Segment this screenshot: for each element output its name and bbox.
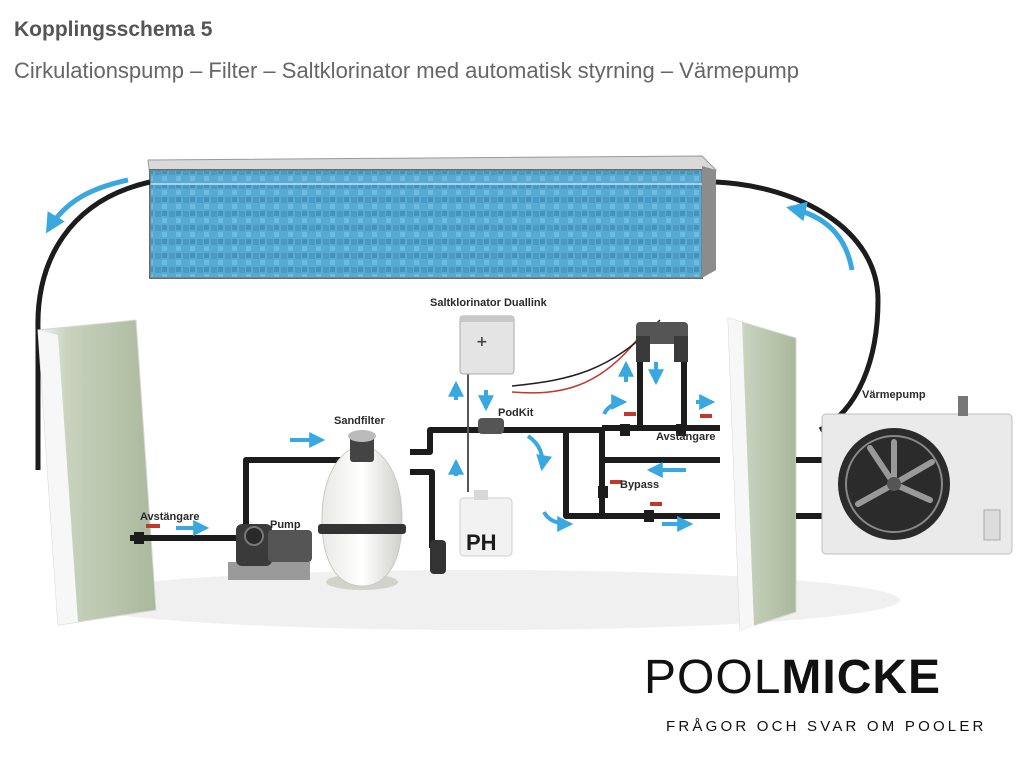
page-title: Kopplingsschema 5 <box>14 18 213 41</box>
left-wall <box>37 319 157 626</box>
pump <box>228 524 312 580</box>
poolmicke-logo: POOLMICKE <box>644 650 941 705</box>
floor-shadow <box>60 570 900 630</box>
label-saltklorinator: Saltklorinator Duallink <box>430 297 548 309</box>
label-ph: PH <box>466 530 497 555</box>
pipework <box>130 360 822 548</box>
logo-part1: POOL <box>644 651 782 704</box>
chlorinator-cable-red <box>511 335 641 394</box>
flow-arrow-right <box>786 201 855 271</box>
label-bypass: Bypass <box>620 479 659 491</box>
podkit-cell <box>478 418 504 434</box>
saltklorinator-box: + <box>459 315 515 375</box>
varmepump-unit <box>821 396 1013 555</box>
pool <box>147 155 718 279</box>
right-wall <box>727 317 797 631</box>
manifold-top <box>636 322 688 362</box>
label-avstangare-left: Avstängare <box>140 511 200 523</box>
page-subtitle: Cirkulationspump – Filter – Saltklorinat… <box>14 58 799 83</box>
pipe-heatpump-to-pool <box>715 179 881 433</box>
logo-tagline: FRÅGOR OCH SVAR OM POOLER <box>666 718 987 735</box>
pipe-pool-to-pump <box>35 179 151 470</box>
label-sandfilter: Sandfilter <box>334 415 385 427</box>
logo-part2: MICKE <box>781 651 942 704</box>
label-podkit: PodKit <box>498 407 534 419</box>
sandfilter <box>318 430 446 590</box>
flow-arrow-left <box>45 177 129 234</box>
flow-arrows <box>176 360 716 536</box>
label-avstangare-right: Avstängare <box>656 431 716 443</box>
label-pump: Pump <box>270 519 301 531</box>
valves <box>134 412 712 544</box>
label-varmepump: Värmepump <box>862 389 926 401</box>
ph-canister <box>459 490 513 557</box>
svg-text:+: + <box>476 334 488 350</box>
